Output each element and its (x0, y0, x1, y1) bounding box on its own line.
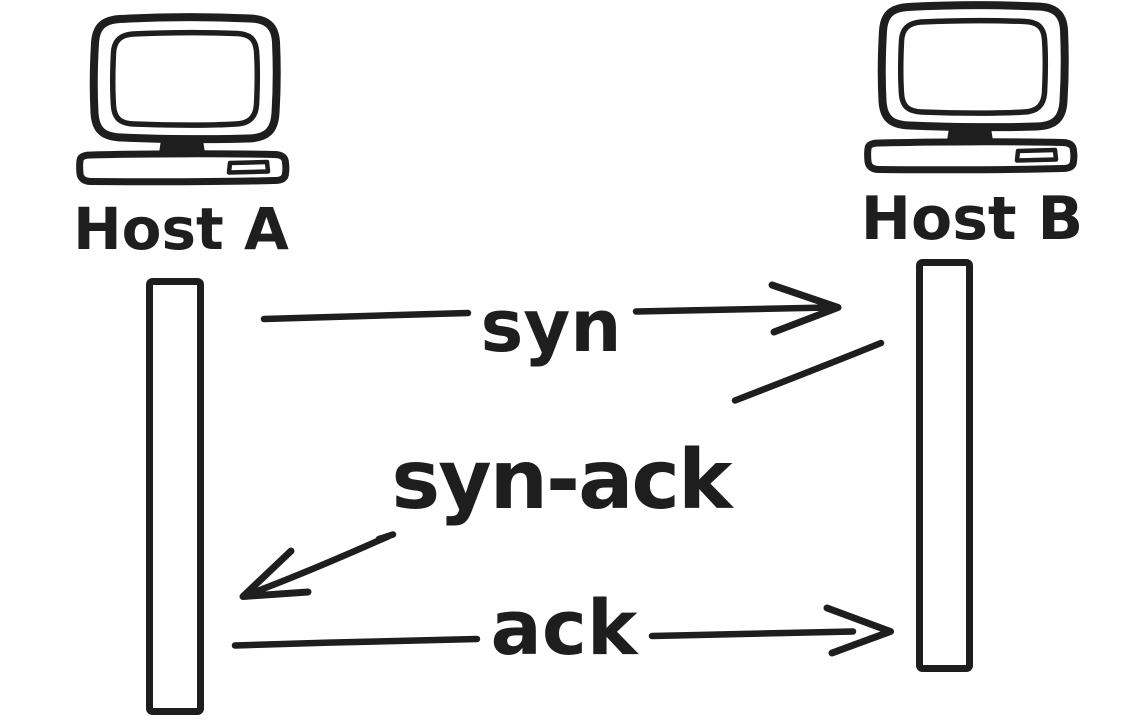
syn-arrowhead (768, 281, 842, 336)
ack-arrow-line-right (648, 628, 857, 640)
host-a-label: Host A (73, 195, 289, 263)
syn-ack-message-label: syn-ack (391, 433, 732, 528)
syn-ack-arrow-line-upper (731, 339, 885, 404)
host-a-lifeline (146, 278, 204, 715)
ack-arrow (231, 604, 894, 657)
syn-message-label: syn (480, 284, 622, 368)
host-b-label: Host B (860, 184, 1084, 254)
syn-arrow (260, 281, 842, 336)
host-a-computer-icon (80, 17, 286, 182)
host-b-lifeline (916, 259, 973, 672)
ack-arrowhead (823, 604, 894, 657)
syn-arrow-line-left (260, 309, 472, 323)
syn-ack-arrow (239, 339, 885, 600)
syn-ack-arrow-line-lower (243, 531, 397, 599)
syn-ack-arrowhead (239, 547, 312, 600)
ack-message-label: ack (490, 583, 638, 672)
syn-arrow-line-right (632, 304, 833, 315)
host-b-computer-icon (868, 5, 1074, 170)
ack-arrow-line-left (231, 635, 481, 649)
